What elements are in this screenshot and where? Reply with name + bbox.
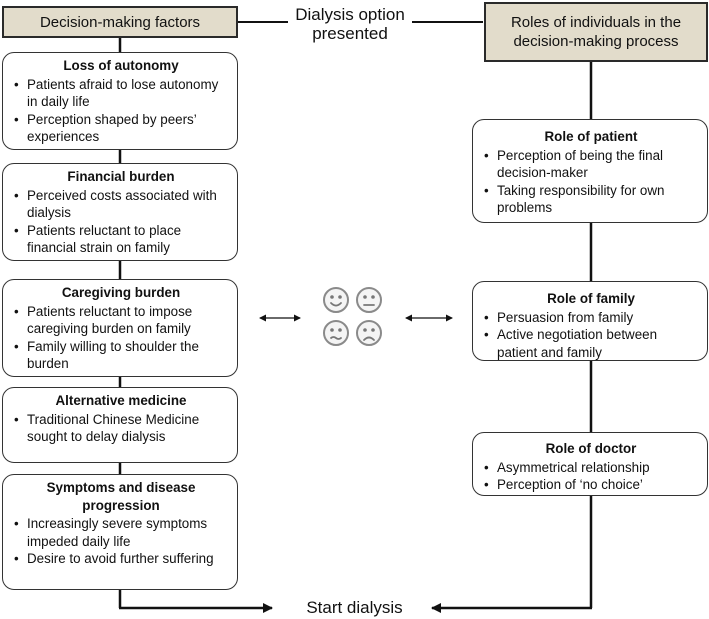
smiling-face-icon [323,287,349,313]
header-roles: Roles of individuals in the decision-mak… [484,2,708,62]
factor-point: Perception shaped by peers’ experiences [14,111,229,146]
factor-point: Increasingly severe symptoms impeded dai… [14,515,229,550]
factor-box-alternative-medicine: Alternative medicine Traditional Chinese… [2,387,238,463]
factor-box-caregiving-burden: Caregiving burden Patients reluctant to … [2,279,238,377]
role-title: Role of patient [544,129,638,144]
role-point: Perception of being the final decision-m… [484,147,699,182]
role-box-patient: Role of patient Perception of being the … [472,119,708,223]
role-box-family: Role of family Persuasion from family Ac… [472,281,708,361]
title-dialysis-option: Dialysis option presented [283,5,417,43]
factor-point: Patients afraid to lose autonomy in dail… [14,76,229,111]
factor-point: Desire to avoid further suffering [14,550,229,568]
factor-point: Patients reluctant to impose caregiving … [14,303,229,338]
role-point: Taking responsibility for own problems [484,182,699,217]
sad-face-icon [356,320,382,346]
factor-point: Patients reluctant to place financial st… [14,222,229,257]
role-point: Asymmetrical relationship [484,459,699,477]
outcome-start-dialysis: Start dialysis [306,598,403,617]
worried-face-icon [323,320,349,346]
role-box-doctor: Role of doctor Asymmetrical relationship… [472,432,708,496]
factor-point: Family willing to shoulder the burden [14,338,229,373]
header-decision-factors: Decision-making factors [2,6,238,38]
role-point: Perception of ‘no choice’ [484,476,699,494]
title-dialysis-option-label: Dialysis option presented [295,5,405,43]
factor-title: Alternative medicine [55,393,187,408]
factor-box-financial-burden: Financial burden Perceived costs associa… [2,163,238,261]
role-point: Active negotiation between patient and f… [484,326,699,361]
emotion-faces-icon-group [323,287,382,346]
role-point: Persuasion from family [484,309,699,327]
neutral-face-icon [356,287,382,313]
role-title: Role of family [547,291,635,306]
factor-box-loss-of-autonomy: Loss of autonomy Patients afraid to lose… [2,52,238,150]
factor-point: Perceived costs associated with dialysis [14,187,229,222]
factor-title: Loss of autonomy [63,58,179,73]
factor-title: Financial burden [67,169,175,184]
header-decision-factors-label: Decision-making factors [39,13,201,31]
factor-box-symptoms-disease-progression: Symptoms and disease progression Increas… [2,474,238,590]
factor-point: Traditional Chinese Medicine sought to d… [14,411,229,446]
role-title: Role of doctor [545,441,637,456]
factor-title: Symptoms and disease progression [46,480,196,513]
header-roles-label: Roles of individuals in the decision-mak… [510,14,682,50]
factor-title: Caregiving burden [61,285,181,300]
